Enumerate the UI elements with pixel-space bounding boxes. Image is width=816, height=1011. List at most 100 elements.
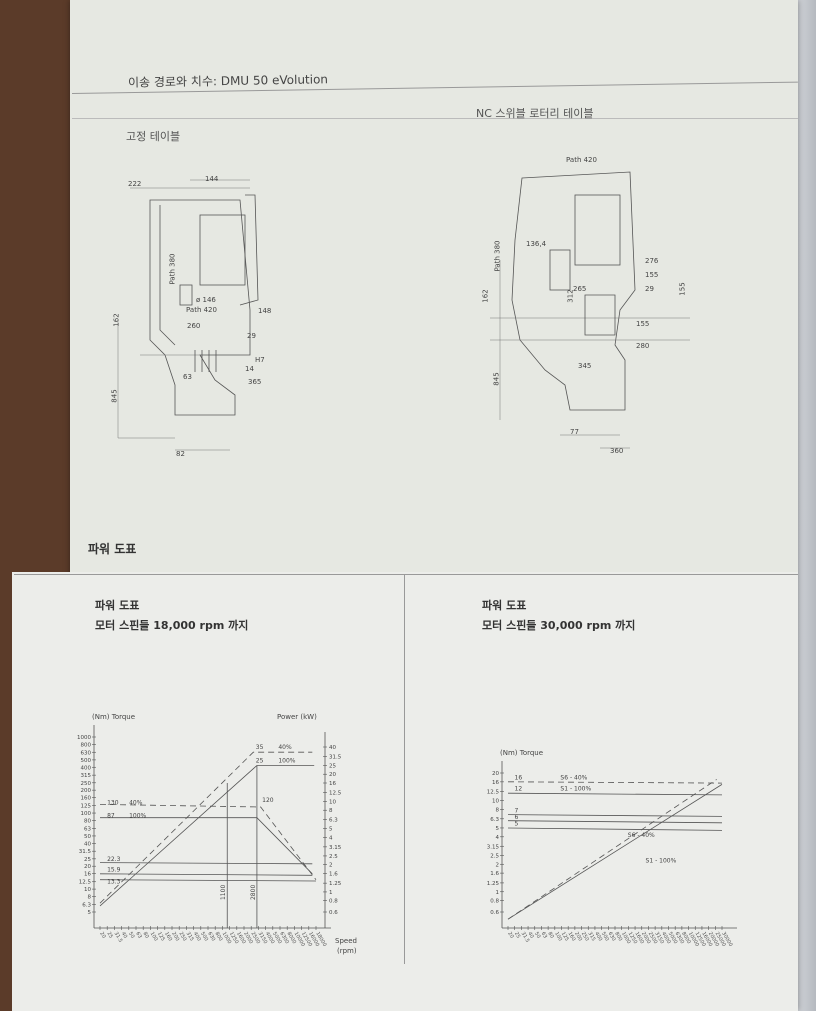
y2-tick-label: 2 (329, 863, 333, 869)
chart2-title: 파워 도표 (482, 599, 527, 612)
dim-label: 29 (247, 332, 256, 340)
data-label: S1 - 100% (646, 857, 677, 864)
x-tick-label: 1250 (228, 931, 240, 945)
y-tick-label: 0.6 (490, 910, 499, 916)
y-tick-label: 1 (496, 890, 500, 896)
y-tick-label: 5 (496, 826, 500, 832)
dim-label: Path 420 (186, 306, 217, 314)
y-tick-label: 0.8 (490, 899, 499, 905)
x-tick-label: 2500 (647, 931, 659, 945)
x-tick-label: 2000 (242, 931, 254, 945)
dim-label: 82 (176, 450, 185, 458)
y-tick-label: 6.3 (82, 902, 91, 908)
x-tick-label: 630 (206, 931, 216, 942)
y2-tick-label: 10 (329, 799, 336, 805)
y-tick-label: 250 (81, 781, 92, 787)
y2-tick-label: 1.6 (329, 871, 338, 877)
x-tick-label: 5000 (667, 931, 679, 945)
x-tick-label: 31.5 (520, 931, 531, 944)
y-tick-label: 20 (84, 864, 91, 870)
y-tick-label: 1.25 (487, 881, 500, 887)
dim-label: 365 (248, 378, 262, 386)
dim-label: 63 (183, 373, 192, 381)
y-tick-label: 500 (81, 758, 92, 764)
x-tick-label: 100 (149, 931, 159, 942)
x-tick-label: 20 (98, 931, 106, 940)
y-tick-label: 20 (492, 771, 499, 777)
y-tick-label: 8 (496, 807, 500, 813)
x-tick-label: 200 (170, 931, 180, 942)
chart2-subtitle: 모터 스핀들 30,000 rpm 까지 (482, 619, 636, 632)
x-tick-label: 125 (560, 931, 570, 942)
x-tick-label: 400 (192, 931, 202, 942)
door (239, 194, 259, 306)
dim-label: 222 (128, 180, 142, 188)
series-line (100, 817, 313, 875)
y-tick-label: 63 (84, 826, 91, 832)
x-tick-label: 500 (199, 931, 209, 942)
y-tick-label: 160 (81, 796, 92, 802)
x-tick-label: 20 (506, 931, 514, 940)
dimension-lines (117, 179, 250, 451)
x-tick-label: 100 (553, 931, 563, 942)
section-title: 파워 도표 (88, 542, 137, 556)
data-label: 22.3 (107, 856, 121, 863)
x-tick-label: 63 (134, 931, 142, 940)
y-tick-label: 8 (88, 894, 92, 900)
x-tick-label: 160 (163, 931, 173, 942)
x-tick-label: 1600 (235, 931, 247, 945)
spindle (179, 284, 193, 306)
data-label: 12 (515, 786, 523, 793)
x-tick-label: 500 (600, 931, 610, 942)
x-tick-label: 1600 (633, 931, 645, 945)
nc-table-title: NC 스위블 로터리 테이블 (476, 107, 594, 120)
data-label: 40% (129, 799, 143, 806)
machine-outline (511, 171, 636, 411)
series-line (99, 873, 313, 876)
machine-inner (159, 205, 176, 346)
y-tick-label: 16 (492, 780, 499, 786)
data-label: 13.3 (107, 879, 121, 886)
series-line (99, 879, 317, 882)
x-tick-label: 31.5 (113, 931, 124, 944)
x-tick-label: 3150 (653, 931, 665, 945)
series-line (507, 779, 717, 920)
series-line (507, 820, 723, 824)
y-tick-label: 40 (84, 841, 91, 847)
data-label: 15.9 (107, 867, 121, 874)
dim-label: 144 (205, 175, 219, 183)
series-line (507, 781, 723, 784)
column-divider (404, 574, 405, 964)
rotary-table (584, 294, 616, 336)
section-divider (14, 574, 798, 575)
data-label: 130 (107, 799, 119, 806)
y-tick-label: 31.5 (79, 849, 92, 855)
series-line (99, 765, 315, 907)
y-tick-label: 16 (84, 872, 91, 878)
y2-tick-label: 4 (329, 835, 333, 841)
data-label: 6 (515, 814, 519, 821)
y-tick-label: 12.5 (487, 790, 500, 796)
y-axis-label: (Nm) Torque (92, 713, 135, 721)
dim-label: 155 (636, 320, 650, 328)
data-label: 5 (515, 821, 519, 828)
x-tick-label: 315 (185, 931, 195, 942)
data-label: S1 - 100% (560, 786, 591, 793)
y-tick-label: 4 (496, 835, 500, 841)
lower-panel (12, 572, 798, 1011)
data-label: S6 - 40% (560, 774, 587, 781)
x-tick-label: 50 (533, 931, 541, 940)
y2-tick-label: 3.15 (329, 845, 342, 851)
y2-tick-label: 8 (329, 808, 333, 814)
x-tick-label: 40 (120, 931, 128, 940)
x-tick-label: 160 (566, 931, 576, 942)
dim-label: 155 (645, 271, 659, 279)
y2-tick-label: 0.8 (329, 899, 338, 905)
x-axis-label: Speed (335, 937, 357, 945)
series-line (99, 862, 313, 865)
dim-label: 14 (245, 365, 254, 373)
x-tick-label: 80 (141, 931, 149, 940)
x-tick-label: 200 (573, 931, 583, 942)
data-label: 16 (515, 774, 523, 781)
x-tick-label: 3150 (257, 931, 269, 945)
